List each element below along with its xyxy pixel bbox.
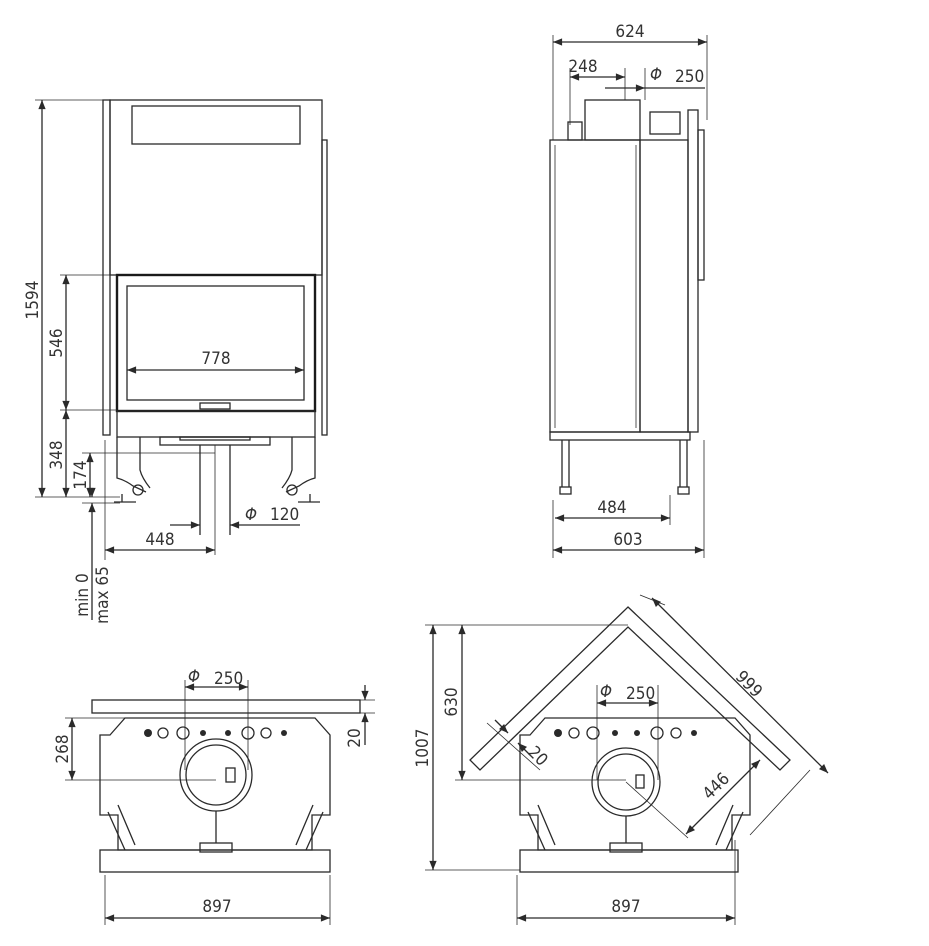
dim-width: 897 bbox=[202, 897, 231, 917]
upper-panel bbox=[109, 99, 323, 276]
dim-flue-diameter: 250 bbox=[675, 67, 704, 87]
left-side-strip bbox=[102, 99, 111, 436]
flue-collar bbox=[584, 99, 641, 141]
diameter-symbol: Φ bbox=[245, 505, 257, 525]
side-view: 624 248 Φ 250 484 603 bbox=[549, 22, 708, 558]
connection-holes bbox=[554, 726, 697, 740]
base-panel bbox=[116, 410, 316, 438]
dim-leg-height: 174 bbox=[71, 460, 91, 489]
dim-flue-offset: 268 bbox=[53, 734, 73, 763]
dim-wall-length: 999 bbox=[731, 667, 766, 702]
top-base bbox=[99, 849, 331, 873]
dim-base-height: 348 bbox=[47, 440, 67, 469]
dim-adjust-min: min 0 bbox=[73, 573, 93, 616]
flue-ring bbox=[179, 738, 253, 812]
corner-base bbox=[519, 849, 739, 873]
diameter-symbol: Φ bbox=[188, 667, 200, 687]
diameter-symbol: Φ bbox=[650, 65, 662, 85]
dim-depth-bottom: 603 bbox=[613, 530, 642, 550]
dim-flue-offset: 248 bbox=[568, 57, 597, 77]
side-body bbox=[549, 139, 641, 433]
connection-holes bbox=[144, 726, 287, 740]
dim-height-total: 1594 bbox=[23, 281, 43, 320]
dim-adjust-max: max 65 bbox=[93, 566, 113, 624]
dim-flue-distance: 446 bbox=[699, 769, 734, 804]
dim-glass-width: 778 bbox=[201, 349, 230, 369]
dim-wall-gap: 20 bbox=[524, 743, 552, 771]
dim-width: 897 bbox=[611, 897, 640, 917]
dim-door-height: 546 bbox=[47, 328, 67, 357]
dim-flue-depth: 630 bbox=[442, 687, 462, 716]
right-side-strip bbox=[321, 139, 328, 436]
top-body bbox=[99, 717, 331, 851]
dim-total-depth: 1007 bbox=[413, 729, 433, 768]
dim-plate-gap: 20 bbox=[345, 728, 365, 747]
dim-leg-spacing: 484 bbox=[597, 498, 626, 518]
front-view: 1594 546 348 174 min 0 max 65 778 448 Φ … bbox=[23, 99, 328, 624]
door-handle bbox=[199, 402, 231, 410]
dim-pipe-diameter: 120 bbox=[270, 505, 299, 525]
door-frame bbox=[115, 273, 317, 413]
corner-view: 1007 630 Φ 250 999 20 446 897 bbox=[413, 594, 829, 925]
top-view: Φ 250 268 20 897 bbox=[53, 667, 375, 925]
ash-plate bbox=[159, 436, 271, 446]
door-glass bbox=[126, 285, 305, 401]
dim-pipe-offset: 448 bbox=[145, 530, 174, 550]
vent-grille bbox=[131, 105, 301, 145]
dim-flue-diameter: 250 bbox=[626, 684, 655, 704]
top-plate bbox=[91, 699, 361, 714]
dim-depth-top: 624 bbox=[615, 22, 644, 42]
dim-flue-diameter: 250 bbox=[214, 669, 243, 689]
diameter-symbol: Φ bbox=[600, 682, 612, 702]
